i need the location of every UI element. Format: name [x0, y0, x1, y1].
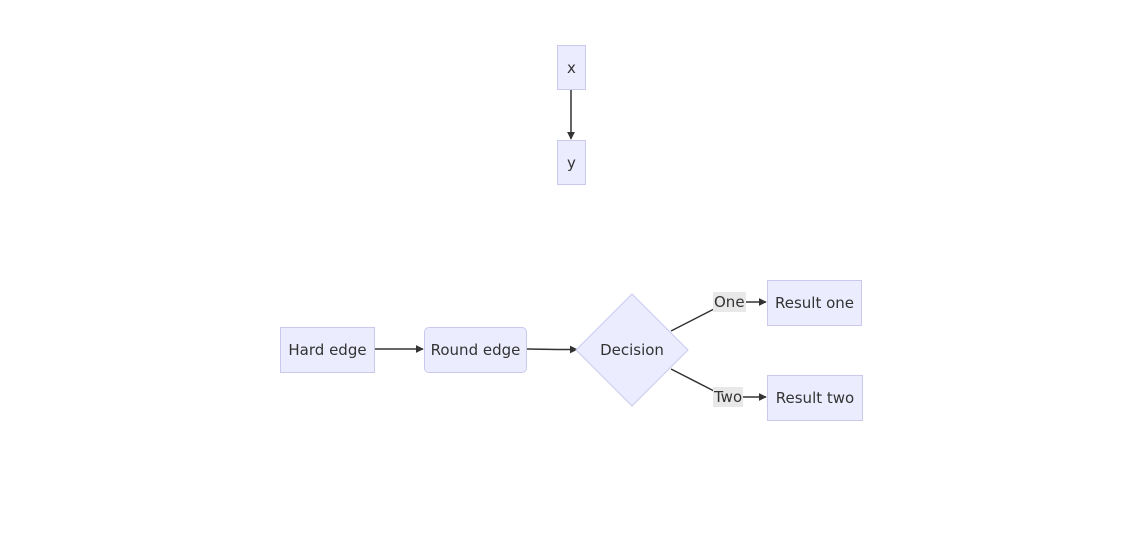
edge-round-to-decision	[526, 345, 578, 354]
edge-label-one: One	[713, 292, 746, 312]
node-result-two: Result two	[767, 375, 863, 421]
edge-decision-to-result-one	[670, 302, 766, 332]
node-hard-edge: Hard edge	[280, 327, 375, 373]
decision-diamond	[575, 293, 689, 407]
edge-label-two: Two	[713, 387, 744, 407]
node-round-edge: Round edge	[424, 327, 527, 373]
node-x: x	[557, 45, 586, 90]
node-result-one: Result one	[767, 280, 862, 326]
node-y: y	[557, 140, 586, 185]
node-decision-label: Decision	[600, 341, 664, 359]
edge-decision-to-result-two	[670, 368, 766, 397]
